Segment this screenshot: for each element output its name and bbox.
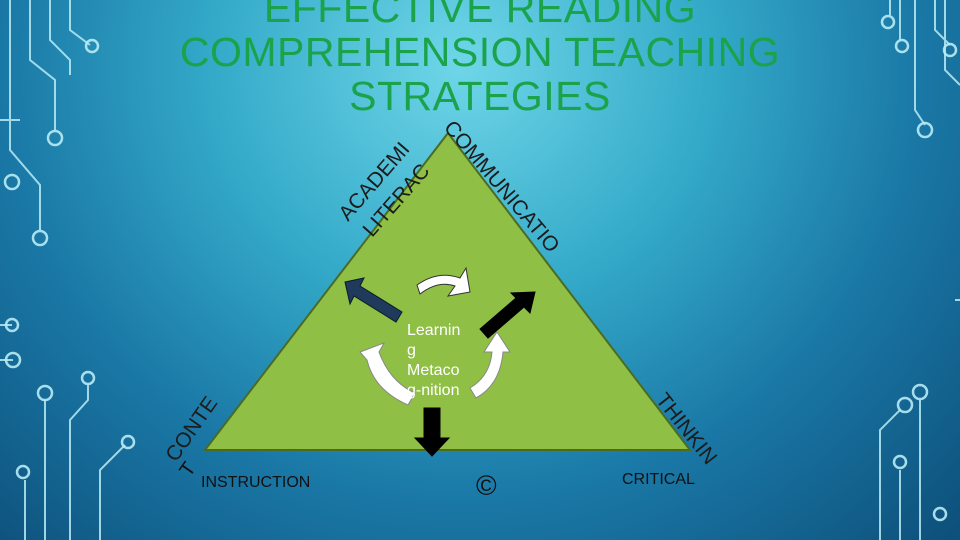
label-instruction: INSTRUCTION (201, 474, 311, 491)
label-critical: CRITICAL (622, 471, 695, 488)
center-text-learning-metacognition: Learnin g Metaco g-nition (407, 322, 461, 399)
arrow-black-up-right (479, 291, 536, 339)
arrow-white-curved-left (359, 342, 416, 406)
arrow-black-down (413, 407, 451, 457)
arrow-top-curved (416, 266, 471, 297)
side-label-content: CONTEN (0, 0, 222, 466)
page-title-line-2: COMPREHENSION TEACHING (179, 29, 781, 75)
side-label-literacy: LITERACY (0, 0, 434, 241)
copyright-symbol: © (476, 470, 497, 501)
side-label-academic: ACADEMIC (0, 0, 415, 225)
triangle-shape (202, 131, 693, 451)
arrow-navy-up-left (344, 277, 403, 323)
page-title-line-1: EFFECTIVE READING (263, 0, 697, 31)
page-title-line-3: STRATEGIES (349, 73, 611, 119)
arrow-white-curved-right (469, 331, 511, 399)
